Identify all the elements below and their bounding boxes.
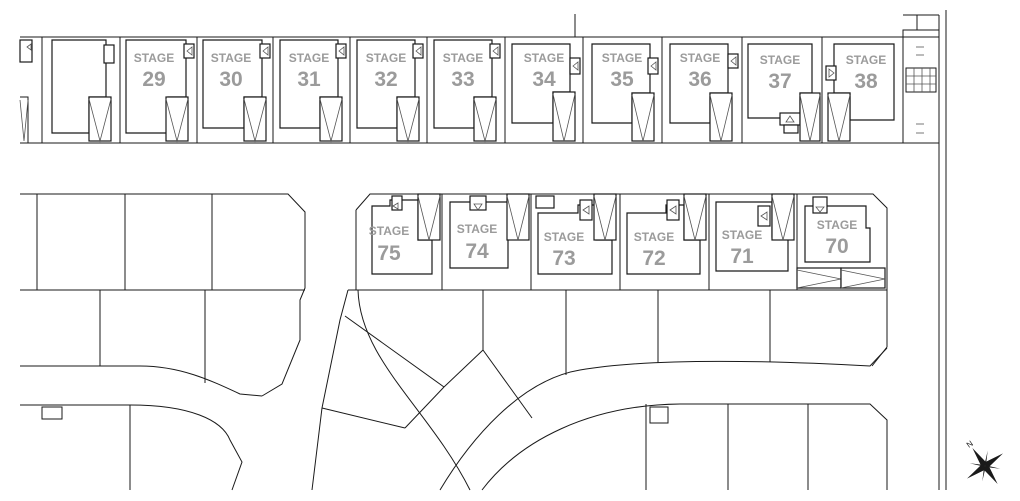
stage-70-number: 70 [825, 235, 848, 258]
stage-75-word: STAGE [369, 224, 409, 238]
stage-33-word: STAGE [443, 51, 483, 65]
stage-38-word: STAGE [846, 53, 886, 67]
lot-74[interactable] [449, 193, 530, 269]
lot-71[interactable] [715, 193, 795, 272]
lot-37[interactable] [747, 37, 823, 143]
lower-parcels [321, 290, 771, 429]
stage-30-number: 30 [219, 68, 242, 91]
stage-71-word: STAGE [722, 228, 762, 242]
lot-31[interactable] [279, 37, 351, 143]
stage-31-word: STAGE [289, 51, 329, 65]
lot-35[interactable] [591, 37, 663, 143]
stage-30-word: STAGE [211, 51, 251, 65]
stage-labels-middle: STAGE 75 STAGE 74 STAGE 73 STAGE 72 STAG… [369, 218, 857, 270]
stage-75-number: 75 [377, 242, 401, 265]
stage-labels-top: STAGE 29 STAGE 30 STAGE 31 STAGE 32 STAG… [134, 51, 886, 93]
stage-31-number: 31 [297, 68, 321, 91]
lot-38[interactable] [825, 43, 895, 142]
stage-29-number: 29 [142, 68, 165, 91]
lot-36[interactable] [669, 37, 743, 143]
stage-36-number: 36 [688, 68, 711, 91]
lot-34[interactable] [511, 37, 584, 143]
lot-72[interactable] [626, 193, 707, 275]
compass-north-letter: N [965, 439, 975, 450]
stage-32-word: STAGE [366, 51, 406, 65]
stage-32-number: 32 [374, 68, 397, 91]
stage-34-word: STAGE [524, 51, 564, 65]
lot-partial-left[interactable] [19, 37, 43, 143]
lot-70[interactable] [796, 196, 886, 289]
stage-73-number: 73 [552, 247, 575, 270]
stage-74-number: 74 [465, 240, 489, 263]
middle-lot-row [348, 193, 888, 367]
stage-33-number: 33 [451, 68, 474, 91]
stage-70-word: STAGE [817, 218, 857, 232]
stage-35-number: 35 [610, 68, 634, 91]
stage-74-word: STAGE [457, 222, 497, 236]
road-network [20, 289, 888, 491]
lot-29[interactable] [125, 37, 198, 143]
bottom-parcels [41, 404, 809, 490]
stage-37-word: STAGE [760, 53, 800, 67]
lot-partial-28[interactable] [51, 37, 121, 143]
stage-38-number: 38 [854, 70, 878, 93]
stage-73-word: STAGE [544, 230, 584, 244]
stage-71-number: 71 [730, 245, 754, 268]
lot-75[interactable] [371, 193, 441, 275]
lot-32[interactable] [356, 37, 428, 143]
lot-33[interactable] [433, 37, 506, 143]
lot-73[interactable] [535, 193, 617, 275]
stage-37-number: 37 [768, 70, 791, 93]
stage-72-number: 72 [642, 247, 665, 270]
left-parcel-block [20, 193, 306, 397]
stage-36-word: STAGE [680, 51, 720, 65]
stage-29-word: STAGE [134, 51, 174, 65]
stage-34-number: 34 [532, 68, 556, 91]
lot-30[interactable] [202, 37, 274, 143]
top-lot-row [19, 14, 903, 144]
walkway-structure [902, 10, 947, 490]
stage-72-word: STAGE [634, 230, 674, 244]
compass-rose: N [965, 439, 1004, 485]
stage-35-word: STAGE [602, 51, 642, 65]
